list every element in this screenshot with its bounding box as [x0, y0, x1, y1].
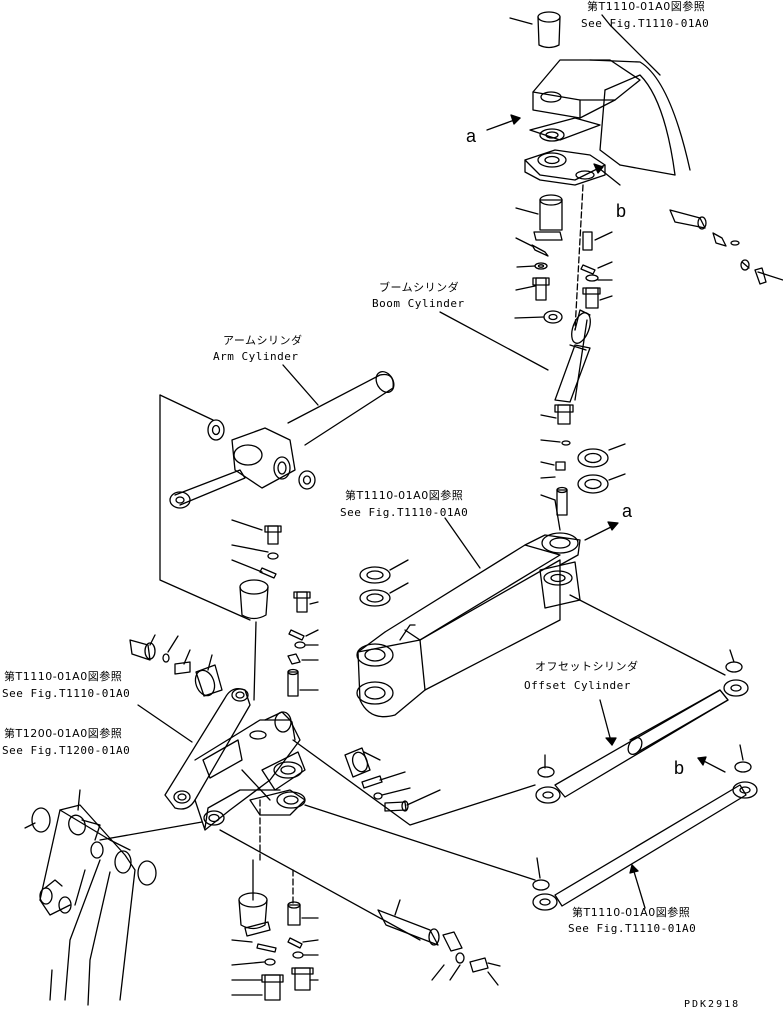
ref-a-mid: a — [622, 501, 633, 521]
boom-cylinder — [554, 309, 591, 403]
fig-ref-mid-jp: 第T1110-01A0図参照 — [345, 489, 464, 502]
offset-cylinder-label-jp: オフセットシリンダ — [535, 660, 639, 673]
fig-ref-bottom-en: See Fig.T1110-01A0 — [568, 922, 697, 935]
ref-a-top: a — [466, 126, 477, 146]
fig-ref-1200-jp: 第T1200-01A0図参照 — [4, 727, 123, 740]
offset-link-rod — [532, 744, 758, 911]
bottom-pin-stack — [231, 859, 319, 1001]
ref-b-bottom: b — [674, 758, 685, 778]
arm-cylinder — [169, 371, 395, 509]
offset-cylinder-label-en: Offset Cylinder — [524, 679, 631, 692]
fig-ref-bottom-jp: 第T1110-01A0図参照 — [572, 906, 691, 919]
fig-ref-top-jp: 第T1110-01A0図参照 — [587, 0, 706, 13]
arm-bracket — [164, 687, 306, 831]
top-bracket-assembly — [509, 11, 783, 331]
arm-bracket-pin-parts — [344, 747, 441, 812]
fig-ref-mid-en: See Fig.T1110-01A0 — [340, 506, 469, 519]
fig-ref-left-jp: 第T1110-01A0図参照 — [4, 670, 123, 683]
boom-cylinder-label-jp: ブームシリンダ — [379, 281, 460, 294]
bottom-pin — [377, 899, 501, 986]
boom-lower-pin-stack — [540, 404, 626, 516]
arm-cylinder-label-jp: アームシリンダ — [223, 334, 303, 347]
fig-ref-top-en: See Fig.T1110-01A0 — [581, 17, 710, 30]
offset-cylinder — [535, 649, 749, 804]
left-pins — [129, 634, 223, 697]
arm-cylinder-label-en: Arm Cylinder — [213, 350, 299, 363]
offset-boom — [356, 499, 581, 718]
fig-ref-left-en: See Fig.T1110-01A0 — [2, 687, 131, 700]
drawing-code: PDK2918 — [684, 999, 741, 1010]
fig-ref-1200-en: See Fig.T1200-01A0 — [2, 744, 131, 757]
boom-cylinder-label-en: Boom Cylinder — [372, 297, 465, 310]
lower-boom-section — [24, 789, 157, 1006]
arm-mid-parts — [231, 519, 319, 701]
ref-b-top: b — [616, 201, 627, 221]
